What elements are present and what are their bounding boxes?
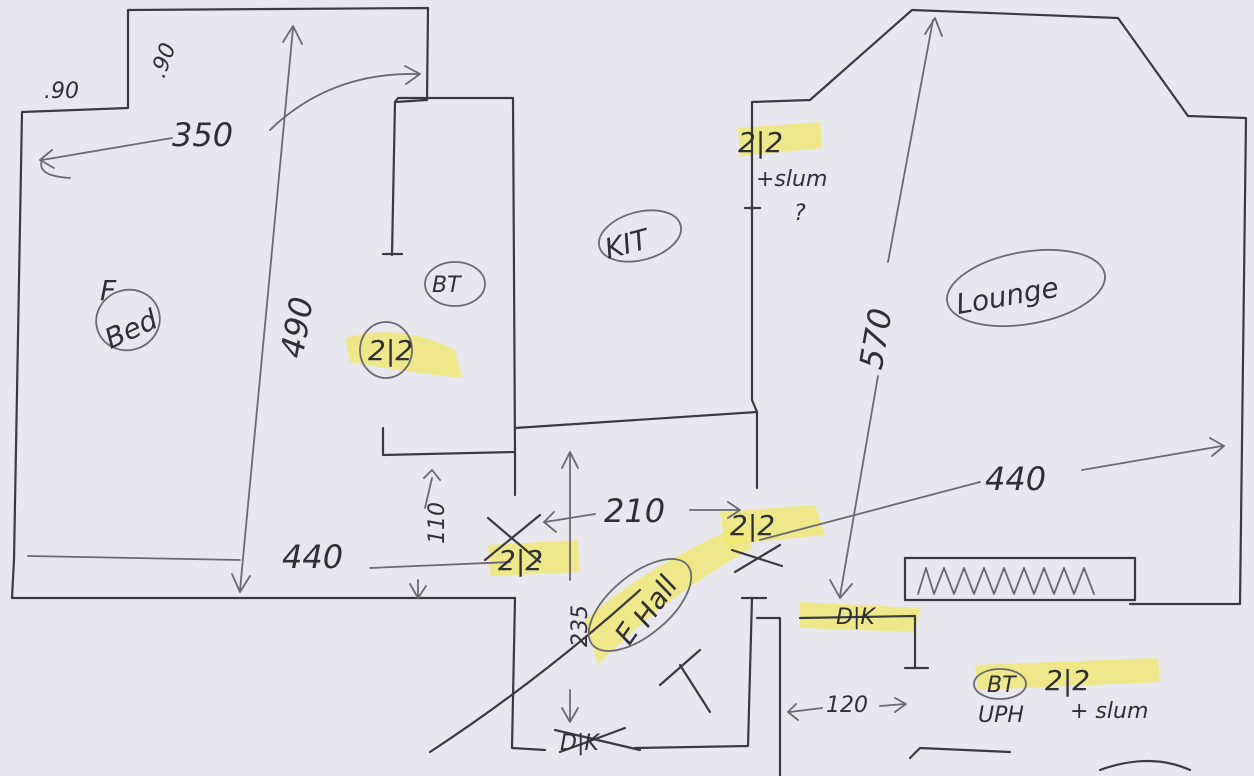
radiator-box (903, 556, 1137, 602)
bt-right-label: BT (987, 673, 1017, 698)
hall-cross (658, 648, 712, 714)
lounge-wall (750, 8, 1248, 606)
highlight-bt-left (345, 332, 462, 378)
bt-right-label-ring (973, 668, 1027, 700)
kitchen-question: ? (794, 201, 806, 226)
bt-left-tag: 2|2 (368, 334, 413, 367)
bt-left-label-ring (424, 261, 486, 307)
dim-lounge-length: 570 (852, 305, 900, 372)
bed-room-wall (10, 6, 517, 600)
kitchen-wall (513, 206, 762, 497)
door-right-tag: 2|2 (730, 509, 775, 542)
highlight-bt-right (975, 658, 1160, 690)
bt-right-tag: 2|2 (1045, 664, 1090, 697)
door-lounge-tag: D|K (836, 605, 876, 630)
highlight-hall (585, 525, 752, 665)
dim-lounge-width: 440 (985, 460, 1046, 498)
bt-right-note-left: UPH (978, 703, 1024, 728)
bed-prefix: F (100, 274, 117, 307)
bt-left-tag-ring (359, 321, 413, 379)
door-cross-right (730, 543, 784, 574)
highlight-door-right (720, 505, 825, 545)
lounge-label-ring (946, 249, 1106, 327)
bed-label: Bed (99, 303, 162, 356)
bed-label-ring (95, 288, 161, 352)
hall-label-ring (587, 558, 693, 652)
bt-right-wall (798, 614, 1192, 772)
dim-hall-gap: 110 (425, 502, 450, 544)
dim-hall-length: 235 (568, 605, 593, 647)
kitchen-label-ring (598, 209, 682, 263)
door-cross-left (483, 513, 542, 564)
dim-bed-length: 490 (273, 294, 321, 361)
bt-left-wall (381, 100, 404, 257)
dimension-120-line (787, 697, 907, 721)
dim-bath-width: 120 (826, 693, 868, 718)
radiator-scribble (917, 567, 1095, 595)
bt-left-label: BT (432, 273, 462, 298)
highlight-kitchen-tag (738, 122, 822, 156)
dimension-350-line (39, 65, 421, 179)
door-cross-bottom (553, 726, 642, 754)
dim-bed-width: 350 (172, 116, 233, 154)
door-bottom-tag: D|K (560, 731, 600, 756)
diagonal-stroke (428, 588, 642, 754)
bt-right-note-right: + slum (1070, 699, 1148, 724)
kitchen-tag: 2|2 (738, 126, 783, 159)
dim-bed-top: .90 (44, 79, 79, 104)
lounge-label: Lounge (954, 271, 1061, 321)
dim-bed-bottom: 440 (282, 538, 343, 576)
dimension-440-right-line (759, 437, 1225, 541)
dimension-570-line (829, 17, 943, 599)
dimension-235-line (561, 451, 579, 723)
dim-bed-notch: .90 (146, 40, 181, 81)
dimension-110-line (409, 469, 441, 599)
door-left-tag: 2|2 (498, 544, 543, 577)
dimension-490-line (231, 25, 303, 593)
dimension-440-left-line (27, 555, 511, 569)
dim-hall-width: 210 (604, 492, 665, 530)
hall-wall (510, 596, 782, 776)
kitchen-note: +slum (756, 167, 827, 192)
